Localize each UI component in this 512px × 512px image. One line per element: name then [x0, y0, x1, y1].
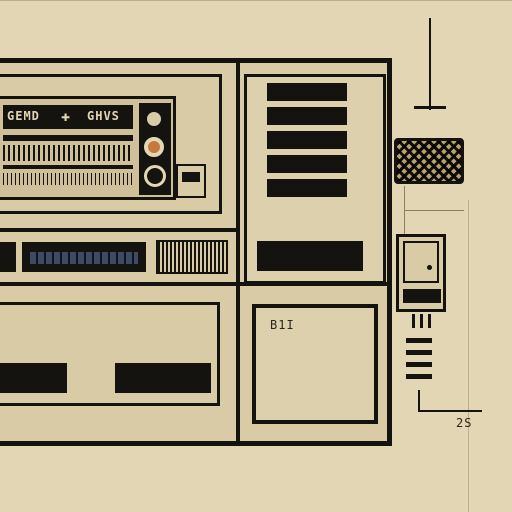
panel-code: B1I — [270, 318, 295, 332]
meter-pin — [420, 314, 423, 328]
stack-bar — [406, 362, 432, 367]
stack-bar — [406, 338, 432, 343]
tuning-band — [3, 135, 133, 141]
radio-unit: GEMD ✚ GHVS — [0, 96, 176, 200]
vent-slat — [267, 83, 347, 101]
stack-bar — [406, 374, 432, 379]
lower-right-compartment: B1I — [252, 304, 378, 424]
radio-label-right: GHVS — [87, 109, 120, 123]
meter-window — [403, 241, 439, 283]
stack-bar — [406, 350, 432, 355]
radio-label-strip — [3, 105, 133, 129]
meter-pin — [428, 314, 431, 328]
radio-compartment — [0, 74, 222, 214]
antenna-base — [414, 106, 446, 109]
vent-slat — [267, 155, 347, 173]
lower-compartment — [0, 302, 220, 406]
meter-device — [396, 234, 446, 312]
radio-label-left: GEMD — [7, 109, 40, 123]
drawer-handle — [257, 241, 363, 271]
speaker-grille — [156, 240, 228, 274]
antenna-mast — [429, 18, 431, 110]
power-knob-icon — [144, 165, 166, 187]
vent-slat — [267, 131, 347, 149]
control-strip-slots — [30, 252, 138, 264]
sheet-number: 2S — [456, 416, 473, 430]
control-strip-center — [22, 242, 146, 272]
vertical-divider — [236, 58, 240, 446]
mesh-speaker-icon — [394, 138, 464, 184]
connector-line — [404, 186, 405, 236]
meter-dot — [427, 265, 432, 270]
indicator-lamp — [182, 172, 200, 182]
tuning-knob-icon — [144, 109, 164, 129]
drawer-panel — [244, 74, 386, 284]
tuning-scale — [3, 145, 133, 161]
shelf-divider — [0, 228, 240, 232]
bracket-line — [418, 390, 482, 412]
volume-knob-icon — [144, 137, 164, 157]
background-line — [0, 0, 512, 1]
vent-slat — [267, 179, 347, 197]
connector-line — [404, 210, 464, 211]
meter-pin — [412, 314, 415, 328]
control-strip-left — [0, 242, 16, 272]
tuning-band — [3, 165, 133, 169]
vent-slat — [267, 107, 347, 125]
tuning-scale — [3, 173, 133, 185]
radio-cross-mark: ✚ — [61, 107, 72, 125]
meter-base — [403, 289, 441, 303]
background-line — [468, 200, 469, 512]
shelf-divider — [0, 282, 388, 286]
lower-drawer-pull-right — [115, 363, 211, 393]
indicator-box — [176, 164, 206, 198]
lower-drawer-pull-left — [0, 363, 67, 393]
